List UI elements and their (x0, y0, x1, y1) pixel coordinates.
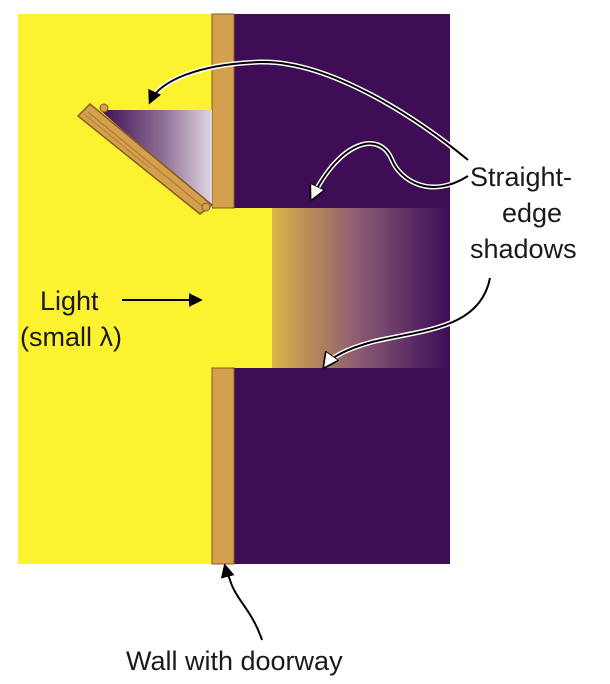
shadow-pointer-arrows (147, 59, 493, 366)
wall-caption: Wall with doorway (126, 646, 343, 676)
light-label: Light (40, 286, 99, 316)
open-door (76, 102, 214, 215)
curved-arrow-up-icon (220, 563, 263, 641)
door-hinge-bottom (201, 202, 211, 212)
doorway-light-core (212, 208, 272, 368)
wall-lower (211, 367, 235, 565)
shadows-label-line1: Straight- (470, 162, 572, 192)
light-label-wavelength: (small λ) (20, 322, 122, 352)
shadows-label-line2: edge (502, 198, 562, 228)
wall-upper (211, 13, 235, 209)
shadows-label-line3: shadows (470, 234, 577, 264)
door-hinge-top (99, 103, 109, 113)
light-region (18, 14, 218, 564)
